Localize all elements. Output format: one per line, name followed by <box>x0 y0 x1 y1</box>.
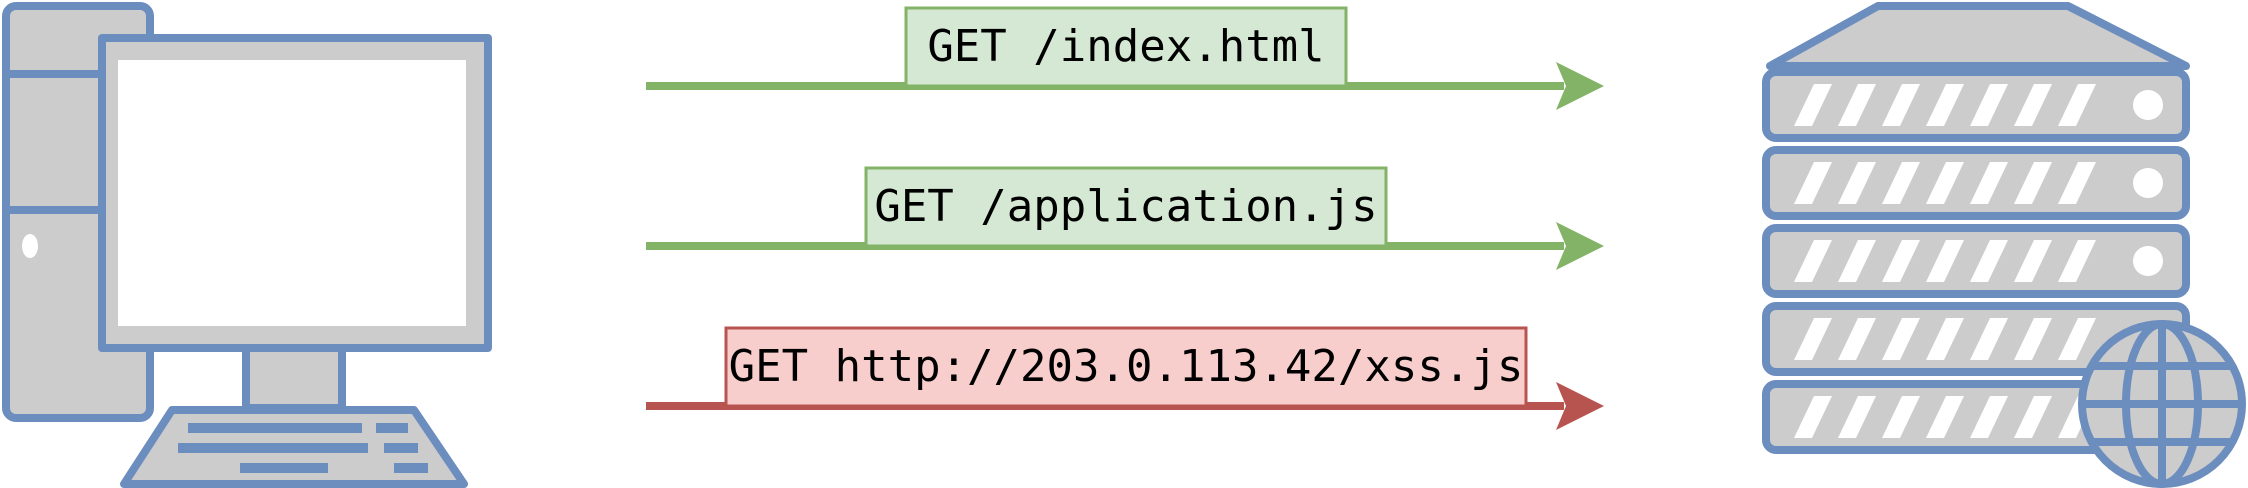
vent-slot <box>1926 162 1964 204</box>
vent-slot <box>1794 318 1832 360</box>
vent-slot <box>1970 318 2008 360</box>
server-rack-top <box>1766 2 2190 70</box>
server-unit-2 <box>1762 146 2190 220</box>
vent-slot <box>1882 240 1920 282</box>
vent-slot <box>1926 84 1964 126</box>
request-label: GET /index.html <box>927 21 1324 72</box>
server-status-light <box>2133 246 2163 276</box>
vent-slot <box>1794 396 1832 438</box>
arrowhead <box>1556 222 1604 270</box>
monitor-screen <box>118 60 466 326</box>
server-status-light <box>2133 90 2163 120</box>
vent-slot <box>1970 396 2008 438</box>
globe-icon <box>2078 320 2246 488</box>
vent-slot <box>1794 240 1832 282</box>
request-label-box <box>864 166 1388 248</box>
vent-slot <box>2014 396 2052 438</box>
vent-slot <box>1882 318 1920 360</box>
vent-slot <box>2058 84 2096 126</box>
vent-slot <box>2058 318 2096 360</box>
vent-slot <box>2058 162 2096 204</box>
vent-slot <box>1926 396 1964 438</box>
vent-slot <box>1838 240 1876 282</box>
server-unit-3 <box>1762 224 2190 298</box>
server-rack-icon <box>1762 2 2190 454</box>
server-status-light <box>2133 168 2163 198</box>
vent-slot <box>1970 162 2008 204</box>
vent-slot <box>1838 396 1876 438</box>
vent-slot <box>1926 318 1964 360</box>
vent-slot <box>2058 240 2096 282</box>
request-arrow-1: GET /index.html <box>646 6 1604 110</box>
vent-slot <box>1838 318 1876 360</box>
vent-slot <box>1838 84 1876 126</box>
request-label: GET http://203.0.113.42/xss.js <box>729 341 1524 392</box>
vent-slot <box>1882 84 1920 126</box>
vent-slot <box>2014 318 2052 360</box>
arrowhead <box>1556 62 1604 110</box>
request-label-box <box>904 6 1348 88</box>
request-arrow-3: GET http://203.0.113.42/xss.js <box>646 326 1604 430</box>
vent-slot <box>1926 240 1964 282</box>
vent-slot <box>1970 84 2008 126</box>
vent-slot <box>1882 396 1920 438</box>
desktop-computer-icon <box>2 2 492 488</box>
request-label-box <box>724 326 1528 408</box>
vent-slot <box>1970 240 2008 282</box>
vent-slot <box>1794 84 1832 126</box>
vent-slot <box>1794 162 1832 204</box>
request-label: GET /application.js <box>874 181 1377 232</box>
server-unit-1 <box>1762 68 2190 142</box>
vent-slot <box>2014 162 2052 204</box>
tower-power-light <box>22 234 38 258</box>
vent-slot <box>1882 162 1920 204</box>
arrowhead <box>1556 382 1604 430</box>
vent-slot <box>1838 162 1876 204</box>
monitor-stand <box>242 344 346 412</box>
request-arrow-2: GET /application.js <box>646 166 1604 270</box>
vent-slot <box>2014 240 2052 282</box>
vent-slot <box>2014 84 2052 126</box>
